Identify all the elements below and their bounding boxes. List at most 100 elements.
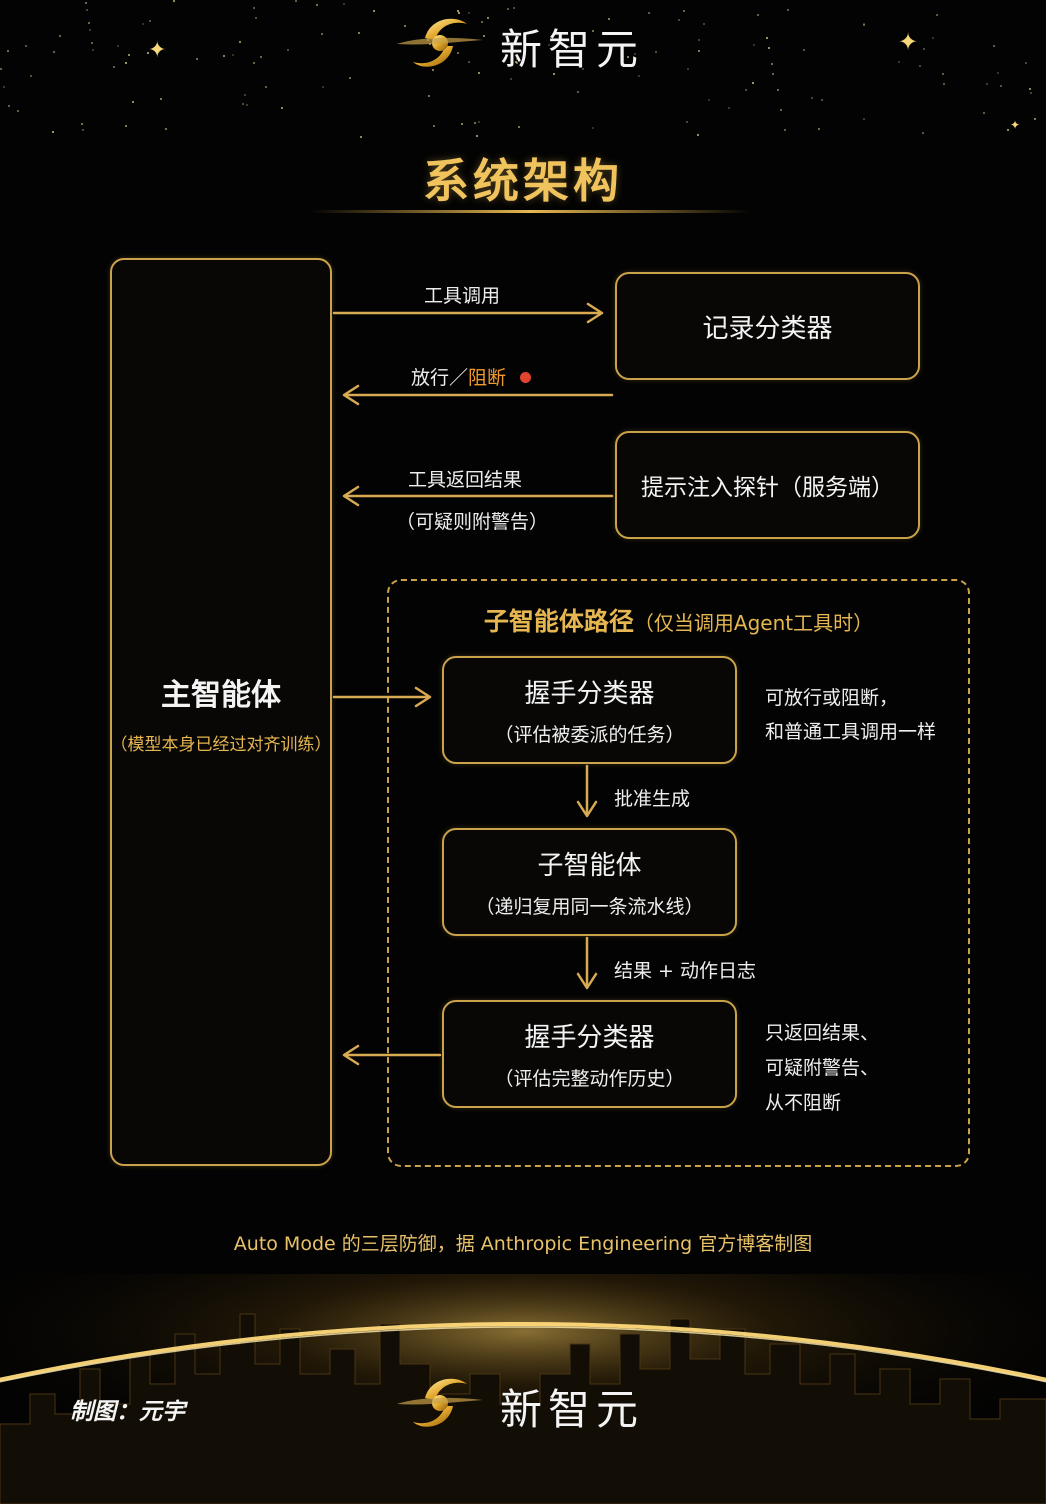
star-dot	[0, 68, 2, 70]
sparkle-icon: ✦	[898, 28, 919, 56]
star-dot	[287, 49, 289, 51]
star-dot	[703, 23, 705, 25]
handshake-2-subtitle: （评估完整动作历史）	[494, 1068, 685, 1090]
star-dot	[655, 51, 657, 53]
star-dot	[322, 86, 324, 88]
star-dot	[223, 55, 225, 57]
star-dot	[7, 50, 9, 52]
star-dot	[943, 83, 945, 85]
star-dot	[458, 12, 460, 14]
star-dot	[772, 73, 774, 75]
star-dot	[461, 123, 463, 125]
star-dot	[592, 127, 594, 129]
star-dot	[265, 86, 267, 88]
note-1-line-2: 和普通工具调用一样	[765, 721, 937, 743]
star-dot	[457, 10, 459, 12]
main-agent-subtitle: （模型本身已经过对齐训练）	[110, 734, 332, 755]
star-dot	[803, 49, 805, 51]
star-dot	[863, 24, 865, 26]
star-dot	[697, 134, 699, 136]
logo-mark-icon	[397, 1378, 483, 1427]
star-dot	[246, 104, 248, 106]
edge-label-approve: 批准生成	[614, 788, 691, 810]
page-title: 系统架构	[423, 154, 623, 208]
star-dot	[752, 82, 754, 84]
star-dot	[478, 72, 480, 74]
star-dot	[728, 107, 730, 109]
star-dot	[476, 135, 478, 137]
star-dot	[25, 45, 27, 47]
star-dot	[1030, 92, 1032, 94]
star-dot	[281, 107, 283, 109]
star-dot	[432, 69, 434, 71]
edge-label-allow-block: 放行／阻断	[411, 363, 532, 390]
star-dot	[125, 62, 127, 64]
star-dot	[82, 129, 84, 131]
star-dot	[232, 54, 234, 56]
star-dot	[768, 47, 770, 49]
star-dot	[986, 83, 988, 85]
star-dot	[3, 86, 5, 88]
note-1-line-1: 可放行或阻断，	[765, 687, 899, 709]
star-dot	[165, 128, 167, 130]
star-dot	[242, 103, 244, 105]
star-dot	[686, 121, 688, 123]
star-dot	[678, 19, 680, 21]
star-dot	[811, 97, 813, 99]
star-dot	[513, 7, 515, 9]
star-dot	[149, 20, 151, 22]
star-dot	[932, 37, 934, 39]
star-dot	[253, 62, 255, 64]
sparkle-icon: ✦	[148, 38, 167, 63]
star-dot	[766, 37, 768, 39]
star-dot	[244, 94, 246, 96]
brand-name-bottom: 新智元	[500, 1385, 645, 1434]
star-dot	[553, 73, 555, 75]
star-dot	[577, 91, 579, 93]
star-dot	[147, 52, 149, 54]
star-dot	[91, 42, 93, 44]
star-dot	[295, 0, 297, 2]
subagent-title: 子智能体	[537, 851, 642, 881]
prompt-probe-title: 提示注入探针（服务端）	[641, 475, 894, 501]
star-dot	[516, 62, 518, 64]
top-logo: 新智元	[395, 8, 695, 78]
star-dot	[818, 128, 820, 130]
star-dot	[404, 25, 406, 27]
star-dot	[942, 73, 944, 75]
star-dot	[784, 129, 786, 131]
star-dot	[132, 101, 134, 103]
star-dot	[81, 123, 83, 125]
star-dot	[8, 105, 10, 107]
star-dot	[1025, 62, 1027, 64]
star-dot	[608, 18, 610, 20]
star-dot	[487, 17, 489, 19]
star-dot	[983, 112, 985, 114]
star-dot	[343, 3, 345, 5]
star-dot	[518, 126, 520, 128]
subagent-path-name: 子智能体路径	[483, 607, 634, 636]
sparkle-icon: ✦	[1010, 118, 1021, 132]
star-dot	[481, 21, 483, 23]
star-dot	[1007, 129, 1009, 131]
edge-label-tool-result-sub: （可疑则附警告）	[396, 511, 549, 533]
star-dot	[708, 99, 710, 101]
star-dot	[1000, 85, 1002, 87]
note-2-line-2: 可疑附警告、	[765, 1057, 880, 1079]
star-dot	[787, 9, 789, 11]
star-dot	[863, 118, 865, 120]
star-dot	[510, 78, 512, 80]
star-dot	[777, 89, 779, 91]
caption: Auto Mode 的三层防御，据 Anthropic Engineering …	[233, 1233, 813, 1255]
star-dot	[745, 89, 747, 91]
star-dot	[507, 8, 509, 10]
star-dot	[1034, 118, 1036, 120]
star-dot	[88, 22, 90, 24]
subagent-box: 子智能体 （递归复用同一条流水线）	[442, 828, 737, 936]
star-dot	[936, 14, 938, 16]
bottom-logo: 新智元	[395, 1368, 695, 1438]
star-dot	[321, 33, 323, 35]
star-dot	[919, 65, 921, 67]
star-dot	[698, 39, 700, 41]
star-dot	[648, 12, 650, 14]
